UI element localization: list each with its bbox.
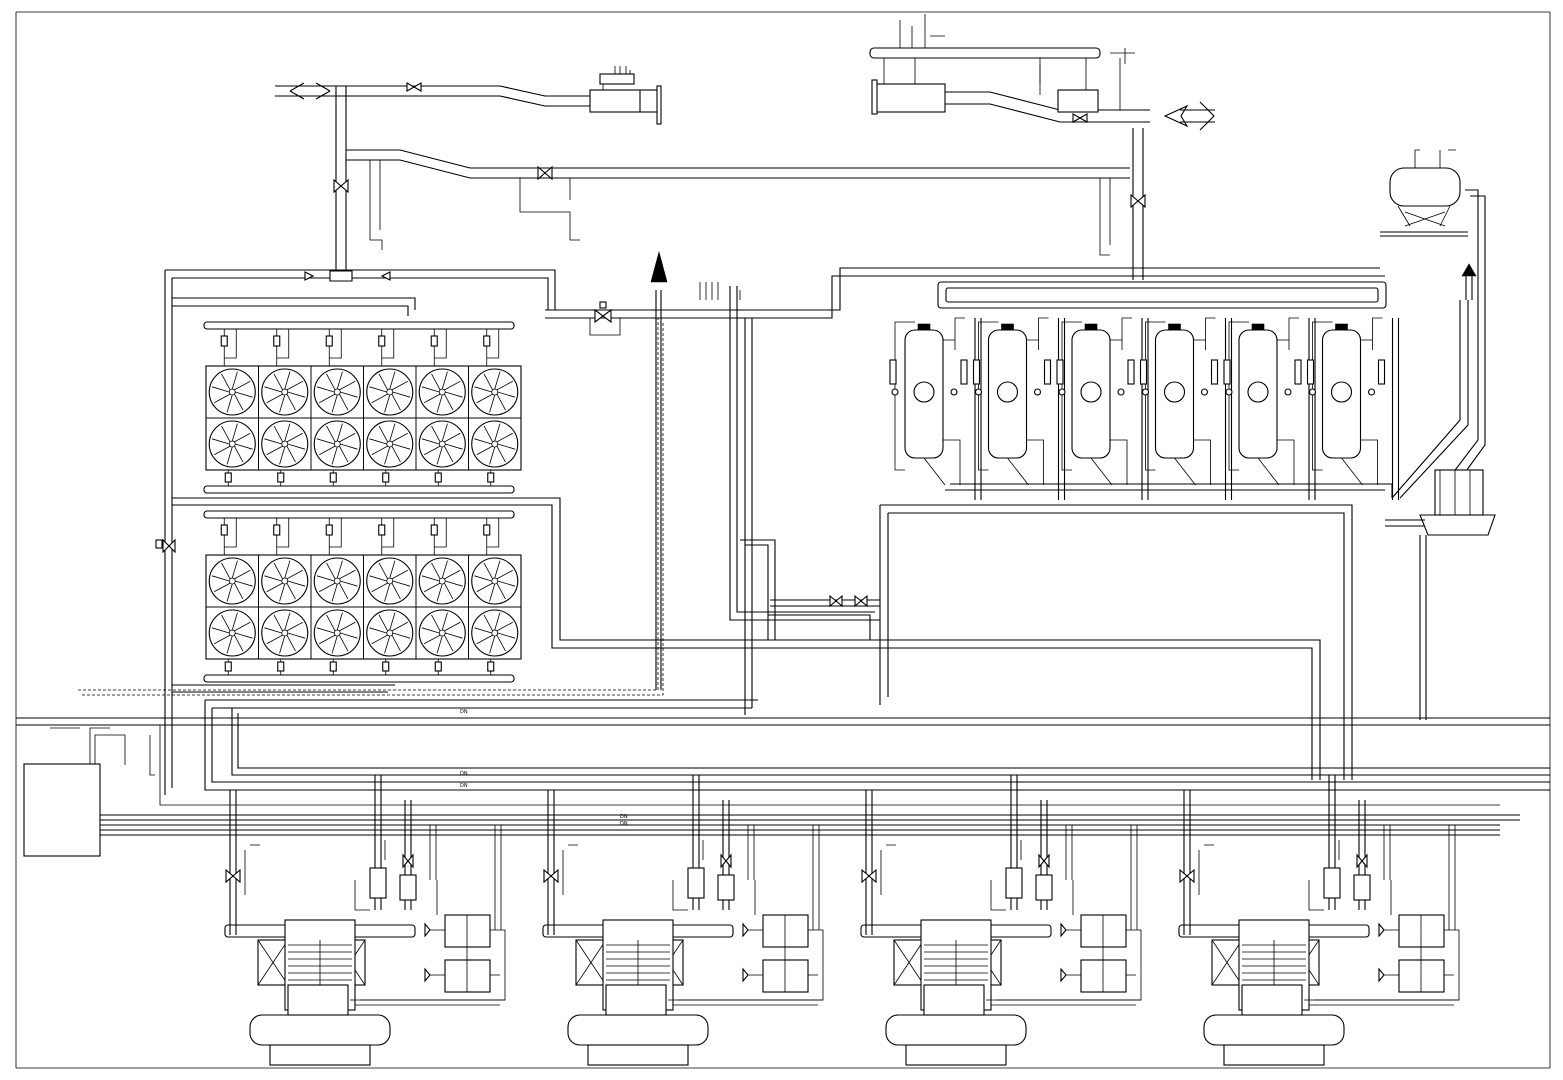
cooler-bank — [203, 321, 522, 494]
cooler-banks — [203, 321, 522, 683]
drawing-frame — [15, 11, 1551, 1069]
header-tag-b: DN — [460, 771, 468, 777]
engine-skid — [860, 775, 1142, 1066]
cooler-fan — [415, 606, 469, 660]
vertical-tank — [972, 317, 1066, 500]
main-distribution: DN DN DN DN DN — [16, 699, 1550, 857]
engine-skids — [224, 775, 1460, 1066]
engine-skid — [542, 775, 824, 1066]
cooler-fan — [468, 365, 522, 419]
cooler-fan — [415, 417, 469, 471]
right-receiver — [1380, 149, 1496, 720]
vertical-tanks — [889, 317, 1400, 500]
middle-bundle — [699, 282, 880, 715]
cooler-fan — [468, 554, 522, 608]
vertical-tank — [1056, 317, 1149, 500]
top-left-header — [275, 66, 662, 125]
cooler-headers — [78, 250, 1385, 795]
vertical-tank — [1306, 317, 1400, 500]
cooler-fan — [363, 417, 417, 471]
vertical-tank — [1139, 317, 1233, 500]
cooler-fan — [310, 365, 364, 419]
top-right-header — [869, 14, 1215, 131]
cooler-fan — [258, 365, 312, 419]
vertical-tank — [1223, 317, 1316, 500]
cooler-fan — [468, 417, 522, 471]
header-tag-d: DN — [620, 814, 628, 820]
header-tag-e: DN — [620, 821, 628, 827]
engine-skid — [224, 775, 506, 1066]
cooler-fan — [468, 606, 522, 660]
header-tag-a: DN — [460, 709, 468, 715]
cooler-fan — [363, 554, 417, 608]
vertical-tank — [889, 317, 982, 500]
upper-main-header — [333, 86, 1146, 280]
engine-skid — [1178, 775, 1460, 1066]
cooler-fan — [258, 606, 312, 660]
cooler-bank — [203, 510, 522, 683]
header-tag-c: DN — [460, 783, 468, 789]
